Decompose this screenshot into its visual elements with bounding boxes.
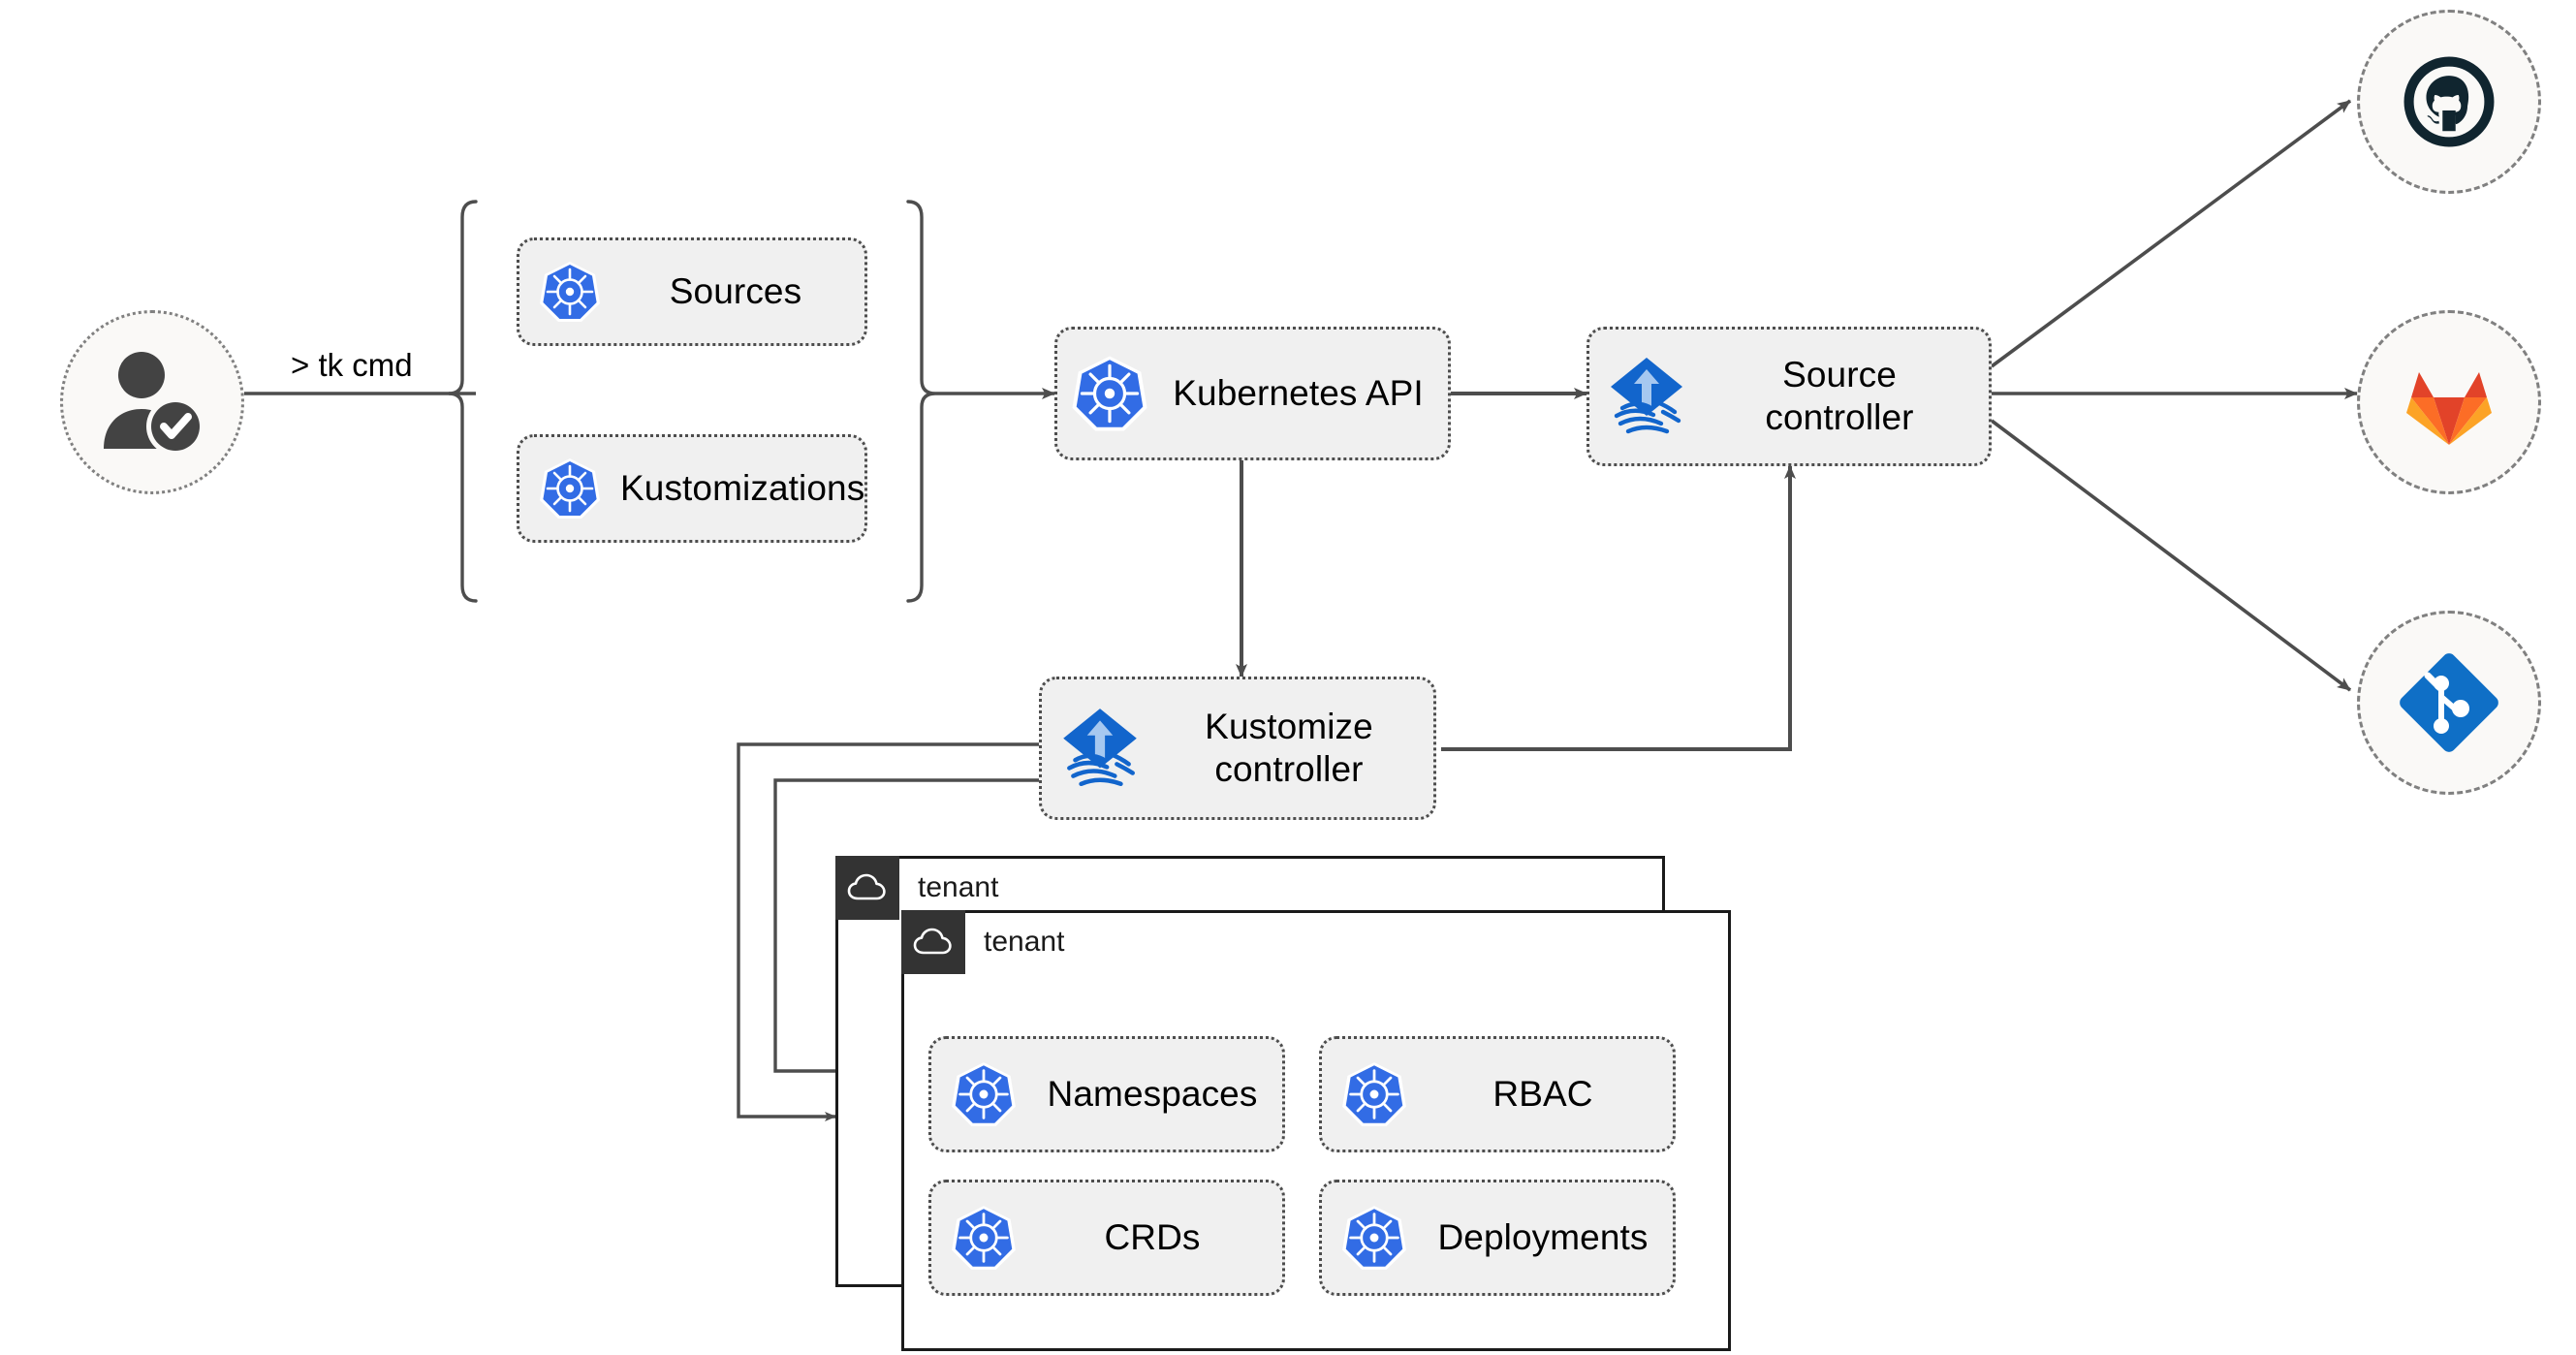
tenant-resource-deployments[interactable]: Deployments	[1319, 1180, 1676, 1296]
kubernetes-api-label: Kubernetes API	[1173, 373, 1424, 414]
edge-kustomize-to-source	[1441, 465, 1796, 751]
cloud-icon	[847, 873, 886, 900]
gitlab-icon	[2406, 372, 2492, 445]
tenant-resource-namespaces[interactable]: Namespaces	[928, 1036, 1285, 1152]
kubernetes-icon	[1057, 354, 1162, 433]
flux-icon	[1042, 703, 1158, 794]
tenant-resource-label: Deployments	[1437, 1217, 1649, 1258]
kubernetes-icon	[931, 1204, 1036, 1272]
github-icon	[2403, 56, 2495, 147]
provider-git[interactable]	[2357, 611, 2541, 795]
cloud-icon	[913, 928, 952, 955]
tenant-resource-crds[interactable]: CRDs	[928, 1180, 1285, 1296]
kubernetes-icon	[1322, 1060, 1427, 1128]
tenant-resource-label: Namespaces	[1047, 1074, 1258, 1115]
kubernetes-icon	[519, 457, 620, 520]
kubernetes-icon	[1322, 1204, 1427, 1272]
git-icon	[2400, 653, 2498, 752]
user-check-icon	[104, 352, 204, 456]
kubernetes-icon	[931, 1060, 1036, 1128]
kubernetes-icon	[519, 260, 620, 324]
tenant-label: tenant	[918, 871, 999, 903]
tenant-resource-label: CRDs	[1104, 1217, 1201, 1258]
provider-gitlab[interactable]	[2357, 310, 2541, 494]
flux-icon	[1589, 352, 1704, 441]
cloud-icon-tab	[835, 856, 899, 920]
kubernetes-api-node[interactable]: Kubernetes API	[1054, 327, 1451, 460]
user-actor[interactable]	[60, 310, 244, 494]
provider-github[interactable]	[2357, 10, 2541, 194]
resource-box-kustomizations[interactable]: Kustomizations	[517, 434, 867, 543]
tenant-window-front[interactable]: tenant Namespaces	[901, 910, 1731, 1351]
brace-right	[906, 200, 936, 603]
tenant-resource-rbac[interactable]: RBAC	[1319, 1036, 1676, 1152]
resource-label: Sources	[669, 271, 802, 312]
edge-source-to-git	[1990, 419, 2352, 692]
cloud-icon-tab	[901, 910, 965, 974]
edge-kustomize-to-tenant-back	[737, 742, 1054, 1121]
command-label: > tk cmd	[291, 347, 413, 383]
tenant-label: tenant	[984, 926, 1065, 958]
edge-source-to-github	[1990, 99, 2352, 368]
tenant-resource-label: RBAC	[1492, 1074, 1593, 1115]
resource-box-sources[interactable]: Sources	[517, 237, 867, 346]
brace-left	[448, 200, 478, 603]
resource-label: Kustomizations	[620, 468, 865, 509]
